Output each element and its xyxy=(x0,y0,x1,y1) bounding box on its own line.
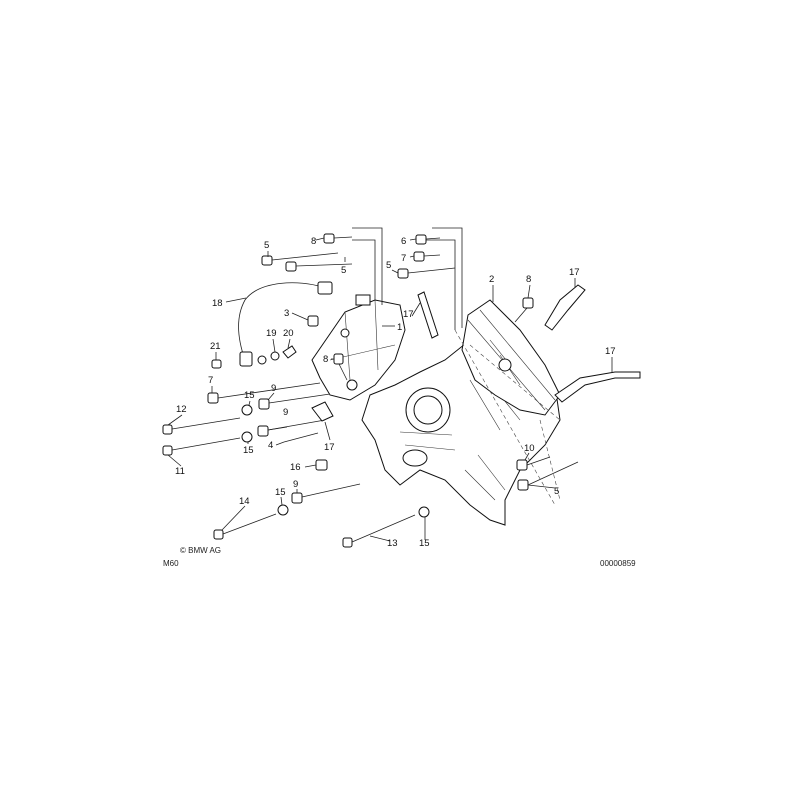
bolt-14 xyxy=(213,513,277,540)
leader-lines xyxy=(167,237,613,542)
bolt-9-c xyxy=(291,483,361,504)
strap-17-c xyxy=(554,371,641,403)
callout-8: 8 xyxy=(526,274,531,285)
washer-15-a xyxy=(241,404,253,416)
strap-17-b xyxy=(544,284,586,331)
callout-8: 8 xyxy=(311,236,316,247)
bolt-5-bottom xyxy=(517,461,579,491)
callout-2: 2 xyxy=(489,274,494,285)
washer-15-b xyxy=(241,431,253,443)
callout-7: 7 xyxy=(401,253,406,264)
bolt-5-top-right xyxy=(397,267,456,279)
bolt-5-top-left xyxy=(261,252,339,266)
strap-17-d xyxy=(311,401,334,422)
bracket-left xyxy=(311,294,406,401)
bolt-7-left xyxy=(207,382,321,404)
copyright-text: © BMW AG xyxy=(180,546,221,555)
bolt-5-top-mid xyxy=(285,261,353,272)
bolt-11 xyxy=(162,437,241,456)
callout-13: 13 xyxy=(387,538,398,549)
callout-7: 7 xyxy=(208,375,213,386)
callout-5: 5 xyxy=(554,486,559,497)
bracket-right xyxy=(461,299,561,416)
callout-14: 14 xyxy=(239,496,250,507)
callout-8: 8 xyxy=(323,354,328,365)
bolt-6-top xyxy=(415,234,441,245)
callout-5: 5 xyxy=(386,260,391,271)
bolt-10 xyxy=(516,456,551,471)
bolt-9-a xyxy=(258,393,331,410)
callout-19: 19 xyxy=(266,328,277,339)
sensor-3 xyxy=(307,315,319,327)
washer-15-c xyxy=(277,504,289,516)
bolt-8-top xyxy=(323,233,353,244)
callout-16: 16 xyxy=(290,462,301,473)
callout-9: 9 xyxy=(283,407,288,418)
callout-labels: 5 8 5 6 7 5 2 8 17 18 3 1 17 19 20 21 8 … xyxy=(175,236,616,549)
image-number: 00000859 xyxy=(600,559,636,568)
callout-1: 1 xyxy=(397,322,402,333)
callout-9: 9 xyxy=(293,479,298,490)
callout-11: 11 xyxy=(175,466,185,477)
callout-17: 17 xyxy=(569,267,580,278)
callout-5: 5 xyxy=(264,240,269,251)
callout-3: 3 xyxy=(284,308,289,319)
stud-4 xyxy=(283,432,319,443)
callout-6: 6 xyxy=(401,236,406,247)
bolt-12 xyxy=(162,417,241,435)
callout-5: 5 xyxy=(341,265,346,276)
callout-10: 10 xyxy=(524,443,535,454)
sensor-cable xyxy=(238,281,333,367)
bolt-7-top xyxy=(413,251,441,262)
callout-12: 12 xyxy=(176,404,187,415)
washer-15-d xyxy=(418,506,430,518)
callout-15: 15 xyxy=(275,487,286,498)
callout-9: 9 xyxy=(271,383,276,394)
model-code: M60 xyxy=(163,559,179,568)
plate-20 xyxy=(282,345,297,359)
ring-19 xyxy=(270,351,280,361)
bolt-21 xyxy=(211,359,222,369)
bolt-8-right xyxy=(514,297,534,323)
callout-18: 18 xyxy=(212,298,223,309)
callout-21: 21 xyxy=(210,341,221,352)
callout-15: 15 xyxy=(244,390,255,401)
callout-20: 20 xyxy=(283,328,294,339)
callout-15: 15 xyxy=(243,445,254,456)
callout-4: 4 xyxy=(268,440,273,451)
strap-17-a xyxy=(417,291,439,339)
callout-17: 17 xyxy=(403,309,414,320)
callout-15: 15 xyxy=(419,538,430,549)
callout-17: 17 xyxy=(324,442,335,453)
bolt-13 xyxy=(342,514,416,548)
sleeve-16 xyxy=(315,459,328,471)
callout-17: 17 xyxy=(605,346,616,357)
